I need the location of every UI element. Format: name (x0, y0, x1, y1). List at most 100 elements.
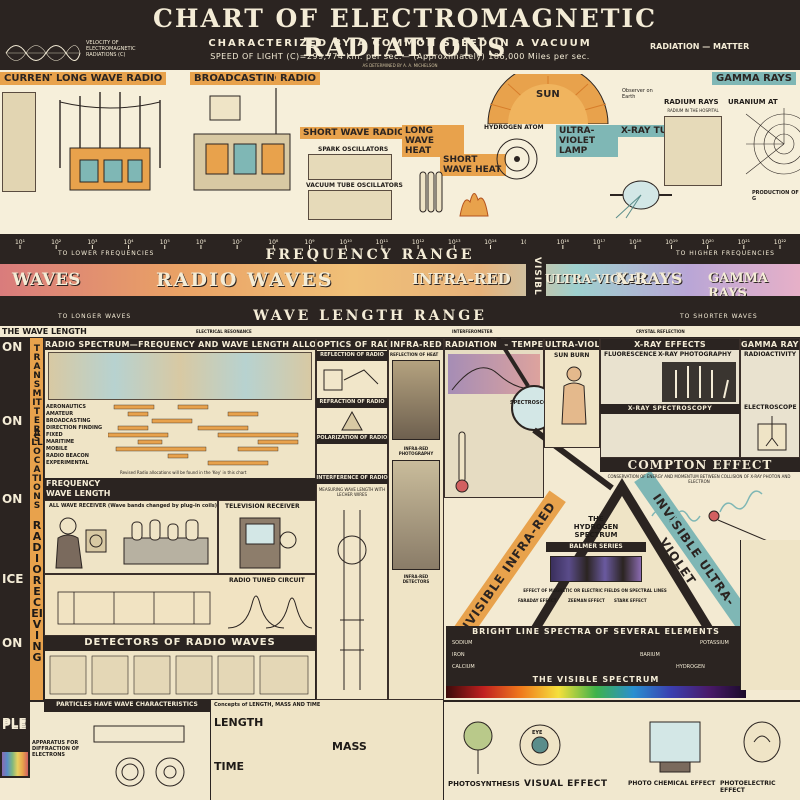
label-current: CURRENT (0, 72, 61, 85)
label-short-wave-heat: SHORT WAVE HEAT (440, 154, 506, 176)
radio-tuned-panel: RADIO TUNED CIRCUIT (44, 574, 316, 636)
photosynthesis-label: PHOTOSYNTHESIS (448, 780, 520, 788)
visible-spectrum-gradient (446, 686, 746, 698)
detectors-sketches (49, 655, 309, 695)
interferometer-label: INTERFEROMETER (452, 329, 493, 334)
photoelectric-label: PHOTOELECTRIC EFFECT (720, 780, 776, 794)
label-radio: RADIO (276, 72, 320, 85)
the-wave-length-label: THE WAVE LENGTH (2, 327, 87, 336)
label-spark-oscillators: SPARK OSCILLATORS (318, 146, 389, 153)
television-icon (239, 517, 297, 569)
frequency-tick-label: 10¹ (15, 239, 26, 246)
x-ray-spectroscopy: X-RAY SPECTROSCOPY (627, 405, 713, 412)
reflection-radio-diagram (323, 369, 379, 391)
left-edge-column (0, 338, 30, 778)
plant-icon (463, 721, 493, 774)
detectors-title: DETECTORS OF RADIO WAVES (84, 637, 276, 648)
bright-line-spectra-title: BRIGHT LINE SPECTRA OF SEVERAL ELEMENTS (472, 627, 720, 636)
visible-label: VISIBLE (532, 257, 542, 303)
fire-icon (459, 193, 489, 217)
right-lower-panel (740, 540, 800, 690)
tuned-circuit-curves (227, 595, 312, 629)
spectroscope-label: SPECTROSCOPE (510, 400, 555, 406)
zeeman-effect: ZEEMAN EFFECT (568, 598, 605, 603)
compton-diagram (651, 490, 771, 543)
frequency-tick-label: 10¹³ (448, 239, 461, 246)
thermometer-icon (455, 431, 469, 493)
refraction-of-radio: REFRACTION OF RADIO (319, 399, 385, 405)
spark-oscillator-sketch (308, 154, 392, 180)
infra-red-column-title: INFRA-RED (389, 339, 443, 350)
spectrum-ultra-violet: ULTRA-VIOLET (545, 272, 648, 286)
particles-title: PARTICLES HAVE WAVE CHARACTERISTICS (56, 701, 198, 708)
tuned-circuit-diagram (57, 591, 211, 625)
frequency-tick-label: 10⁵ (160, 239, 171, 246)
hydrogen-spectrum-title: THE HYDROGEN SPECTRUM (573, 515, 619, 539)
service-direction-finding: DIRECTION FINDING (46, 425, 103, 431)
x-ray-photography-label: X-RAY PHOTOGRAPHY (658, 351, 732, 358)
left-edge-label-1: ON (2, 340, 23, 354)
element-potassium: POTASSIUM (700, 640, 729, 646)
bright-line-band (446, 626, 746, 638)
visual-effect-label: VISUAL EFFECT (524, 779, 608, 789)
frequency-tick-label: 10¹¹ (376, 239, 389, 246)
left-edge-label-4: ICE (2, 572, 24, 586)
frequency-tick-label: 10¹⁰ (339, 239, 352, 246)
reflection-radio-band (316, 351, 388, 361)
optics-of-radio-title: OPTICS OF RADIO (317, 339, 387, 350)
frequency-tick-label: 10¹⁷ (593, 239, 606, 246)
frequency-tick-label: 10¹⁴ (484, 239, 497, 246)
label-uranium: URANIUM AT (728, 98, 778, 106)
service-maritime: MARITIME (46, 439, 75, 445)
frequency-row-label: FREQUENCY (46, 479, 101, 488)
fluorescence-label: FLUORESCENCE (604, 351, 657, 358)
to-lower-frequencies: TO LOWER FREQUENCIES (58, 250, 155, 257)
stark-effect: STARK EFFECT (614, 598, 647, 603)
compton-effect: COMPTON EFFECT (627, 458, 773, 472)
balmer-series: BALMER SERIES (569, 543, 623, 550)
x-ray-tube-icon (610, 180, 672, 219)
x-ray-spectroscopy-band (600, 404, 740, 414)
compton-note: CONSERVATION OF ENERGY AND MOMENTUM BETW… (607, 474, 791, 484)
element-iron: IRON (452, 652, 465, 658)
label-long-wave-heat: LONG WAVE HEAT (402, 125, 464, 157)
spectrum-bar (0, 264, 800, 296)
photoelectric-cell-icon (743, 721, 781, 763)
photo-chemical-icon (649, 721, 701, 773)
to-higher-frequencies: TO HIGHER FREQUENCIES (676, 250, 775, 257)
label-short-wave-radio: SHORT WAVE RADIO (300, 127, 408, 139)
photo-chemical-label: PHOTO CHEMICAL EFFECT (628, 780, 716, 787)
frequency-tick-label: 10¹⁶ (557, 239, 570, 246)
radio-tuned-title: RADIO TUNED CIRCUIT (229, 577, 305, 584)
spectrum-infra-red: INFRA-RED (412, 270, 511, 288)
frequency-tick-label: 10²¹ (738, 239, 751, 246)
frequency-tick-label: 10⁶ (196, 239, 207, 246)
electroscope-icon (757, 416, 787, 451)
lecher-wires-note: MEASURING WAVE LENGTH WITH LECHER WIRES (318, 487, 386, 497)
concepts-title: Concepts of LENGTH, MASS AND TIME (214, 702, 321, 708)
spectrum-radio-waves: RADIO WAVES (156, 269, 334, 291)
service-experimental: EXPERIMENTAL (46, 460, 89, 466)
gamma-effects-title: GAMMA RAY EFFECTS (741, 339, 799, 350)
x-ray-effects-title: X-RAY EFFECTS (601, 339, 739, 350)
electroscope-label: ELECTROSCOPE (744, 404, 797, 411)
radial-rays-diagram (745, 108, 800, 175)
left-edge-spectrum-swatch (2, 752, 28, 776)
revised-allocations-note: Revised Radio allocations will be found … (120, 470, 247, 475)
label-radium-rays: RADIUM RAYS (664, 98, 719, 106)
element-spectra (446, 638, 746, 674)
element-calcium: CALCIUM (452, 664, 475, 670)
service-mobile: MOBILE (46, 446, 68, 452)
polarization-radio-band (316, 434, 388, 444)
velocity-note: VELOCITY OF ELECTROMAGNETIC RADIATIONS (… (86, 40, 136, 58)
all-wave-receiver-title: ALL WAVE RECEIVER (Wave bands changed by… (49, 503, 218, 509)
michelson-credit: AS DETERMINED BY A. A. MICHELSON (362, 63, 438, 68)
service-broadcasting: BROADCASTING (46, 418, 91, 424)
vertical-label-column (30, 338, 44, 700)
particles-band (44, 700, 210, 712)
service-amateur: AMATEUR (46, 411, 74, 417)
label-gamma-rays: GAMMA RAYS (712, 72, 796, 85)
radio-spectrum-title: RADIO SPECTRUM—FREQUENCY AND WAVE LENGTH… (45, 339, 315, 350)
speed-of-light: SPEED OF LIGHT (C)=299,774 km. per sec.—… (210, 52, 590, 61)
